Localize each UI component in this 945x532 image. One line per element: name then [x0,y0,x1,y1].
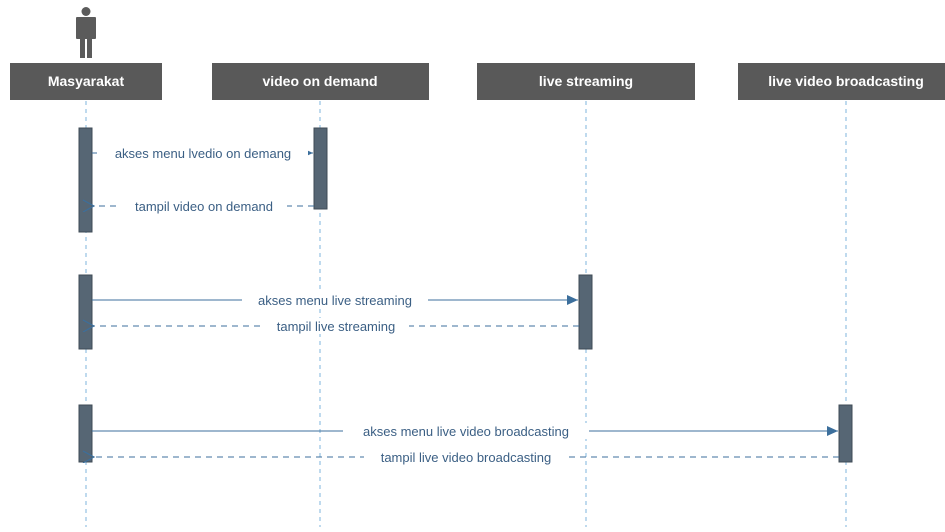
message-return-live-streaming: tampil live streaming [94,318,579,334]
message-label: akses menu live streaming [258,293,412,308]
message-label: tampil video on demand [135,199,273,214]
participant-label: live video broadcasting [768,73,924,89]
person-icon [76,7,96,58]
message-call-video-on-demand: akses menu lvedio on demang [92,145,313,161]
activation-bar [78,404,93,463]
participant-headers: Masyarakat video on demand live streamin… [10,63,945,100]
message-call-live-streaming: akses menu live streaming [92,292,578,308]
activation-bar [78,274,93,350]
message-call-live-video-broadcasting: akses menu live video broadcasting [92,423,838,439]
message-return-video-on-demand: tampil video on demand [94,198,314,214]
activation-bars [78,127,853,463]
message-label: tampil live streaming [277,319,396,334]
message-label: tampil live video broadcasting [381,450,552,465]
activation-bar [578,274,593,350]
participant-masyarakat: Masyarakat [10,63,162,100]
activation-bar [838,404,853,463]
participant-live-streaming: live streaming [477,63,695,100]
participant-label: live streaming [539,73,633,89]
activation-bar [313,127,328,210]
participant-live-video-broadcasting: live video broadcasting [738,63,945,100]
message-return-live-video-broadcasting: tampil live video broadcasting [94,449,839,465]
participant-label: Masyarakat [48,73,125,89]
participant-video-on-demand: video on demand [212,63,429,100]
message-label: akses menu lvedio on demang [115,146,291,161]
messages: akses menu lvedio on demang tampil video… [92,145,839,465]
participant-label: video on demand [262,73,377,89]
message-label: akses menu live video broadcasting [363,424,569,439]
activation-bar [78,127,93,233]
